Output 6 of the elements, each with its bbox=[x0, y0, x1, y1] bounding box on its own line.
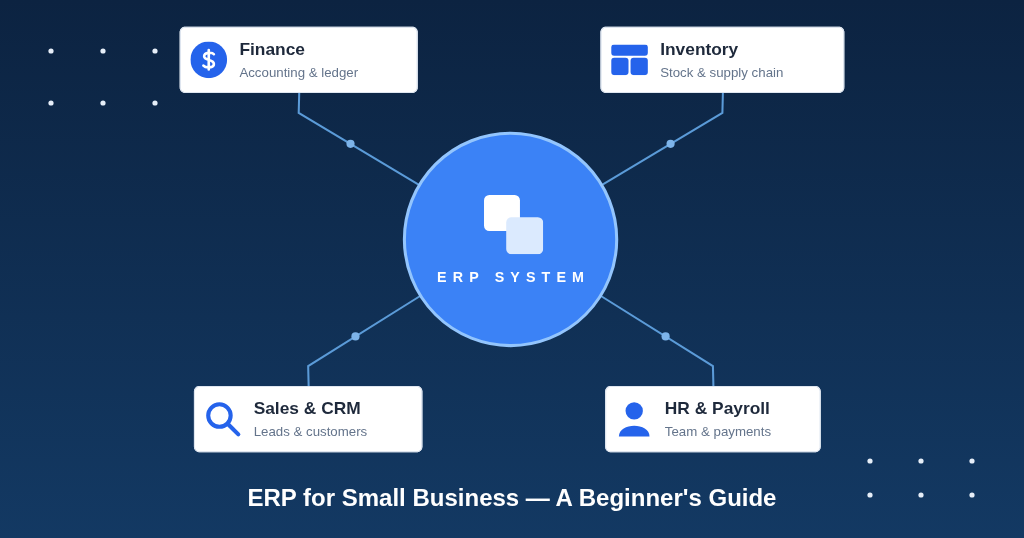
connector bbox=[307, 294, 422, 387]
title: ERP for Small Business — A Beginner's Guide bbox=[247, 484, 777, 511]
connector bbox=[601, 92, 724, 186]
connector bbox=[600, 294, 715, 387]
connector bbox=[297, 92, 420, 186]
node-circle: ERP SYSTEM bbox=[402, 131, 619, 347]
